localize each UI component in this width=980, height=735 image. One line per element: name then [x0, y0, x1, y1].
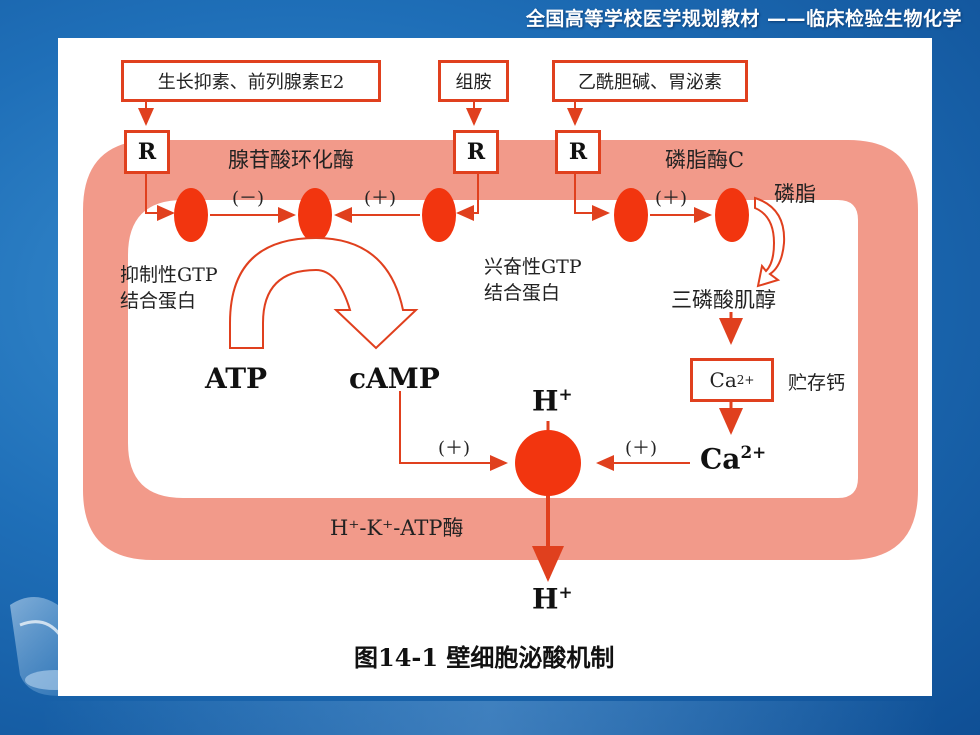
label-h-inside: H+ — [532, 384, 573, 417]
label-calcium-store: 贮存钙 — [788, 372, 846, 394]
label-ip3: 三磷酸肌醇 — [671, 288, 776, 312]
decorative-glow-strip — [40, 701, 940, 735]
label-h-outside: H+ — [532, 582, 573, 615]
adenylate-cyclase-node — [298, 188, 332, 242]
label-stimulatory-g-line1: 兴奋性GTP — [484, 256, 582, 278]
cell-membrane — [83, 140, 918, 560]
label-stimulatory-g-line2: 结合蛋白 — [484, 282, 561, 304]
proton-pump-node — [515, 430, 581, 496]
ligand-box-somatostatin: 生长抑素、前列腺素E2 — [121, 60, 381, 102]
arrow-camp-to-pump — [399, 391, 508, 471]
ligand-box-acetylcholine-gastrin: 乙酰胆碱、胃泌素 — [552, 60, 748, 102]
receptor-middle: R — [453, 130, 499, 174]
arrow-phospholipid-to-ip3 — [754, 196, 786, 288]
label-phospholipase-c: 磷脂酶C — [665, 148, 745, 172]
ca-store-base: Ca — [709, 368, 737, 392]
receptor-right: R — [555, 130, 601, 174]
label-atp: ATP — [205, 362, 268, 395]
sign-inhibit: (－) — [232, 188, 265, 209]
label-inhibitory-g-line1: 抑制性GTP — [120, 264, 218, 286]
arrow-r-left-to-gi — [145, 170, 175, 221]
h-inside-base: H — [532, 384, 559, 418]
label-proton-pump: H⁺-K⁺-ATP酶 — [330, 516, 464, 540]
arrow-r-right-to-gq — [574, 170, 610, 221]
sign-stimulate-ac: (＋) — [364, 188, 397, 209]
free-ca-base: Ca — [700, 442, 741, 476]
label-camp: cAMP — [349, 362, 440, 395]
stimulatory-g-protein-node — [422, 188, 456, 242]
gq-protein-node — [614, 188, 648, 242]
arrow-r-middle-to-gs — [456, 170, 479, 221]
arrow-atp-to-camp — [229, 236, 419, 350]
figure-panel: 生长抑素、前列腺素E2 组胺 乙酰胆碱、胃泌素 R R R 腺苷酸环化酶 磷脂酶… — [58, 38, 932, 696]
sign-camp-to-pump: (＋) — [438, 438, 471, 459]
header-banner: 全国高等学校医学规划教材 ——临床检验生物化学 — [525, 8, 962, 30]
phospholipase-c-node — [715, 188, 749, 242]
ligand-box-histamine: 组胺 — [438, 60, 509, 102]
label-free-calcium: Ca2+ — [700, 442, 766, 475]
label-inhibitory-g-line2: 结合蛋白 — [120, 290, 197, 312]
free-ca-sup: 2+ — [740, 442, 767, 462]
ca-store-sup: 2+ — [736, 373, 755, 387]
sign-stimulate-plc: (＋) — [655, 188, 688, 209]
figure-caption: 图14-1 壁细胞泌酸机制 — [354, 643, 615, 672]
h-outside-sup: + — [558, 582, 573, 602]
diagram-graphics — [83, 100, 918, 582]
label-adenylate-cyclase: 腺苷酸环化酶 — [228, 148, 354, 172]
inhibitory-g-protein-node — [174, 188, 208, 242]
sign-ca-to-pump: (＋) — [625, 438, 658, 459]
h-outside-base: H — [532, 582, 559, 616]
h-inside-sup: + — [558, 384, 573, 404]
receptor-left: R — [124, 130, 170, 174]
label-phospholipid: 磷脂 — [774, 182, 816, 206]
